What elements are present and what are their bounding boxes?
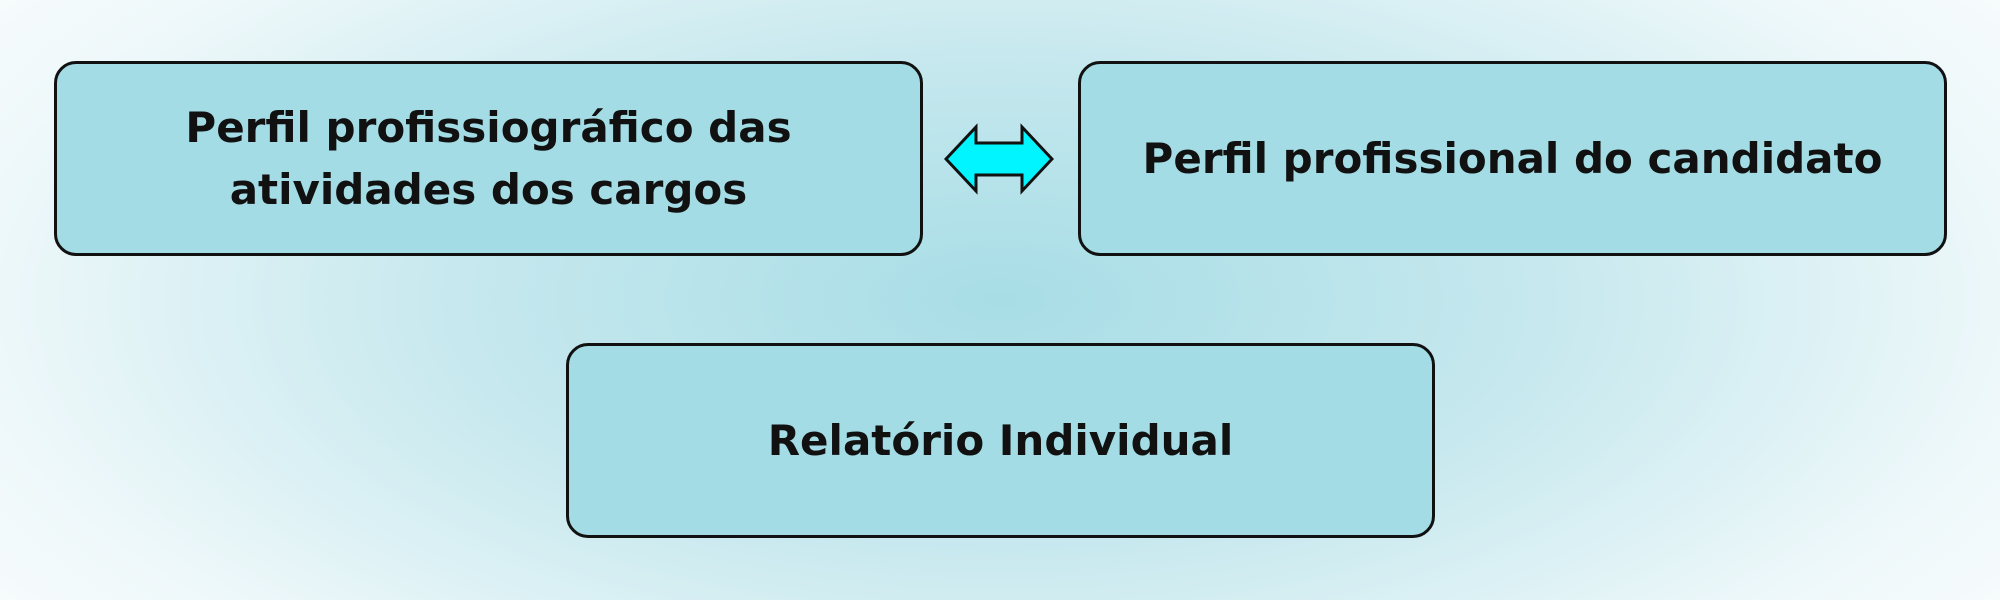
node-label: Perfil profissiográfico das atividades d… [185,102,792,214]
node-relatorio-individual: Relatório Individual [566,343,1435,538]
node-label: Perfil profissional do candidato [1142,133,1883,183]
double-arrow-shape [944,123,1054,195]
node-perfil-profissiografico: Perfil profissiográfico das atividades d… [54,61,923,256]
node-label: Relatório Individual [767,415,1234,465]
double-arrow-icon [944,123,1054,195]
node-perfil-profissional-candidato: Perfil profissional do candidato [1078,61,1947,256]
